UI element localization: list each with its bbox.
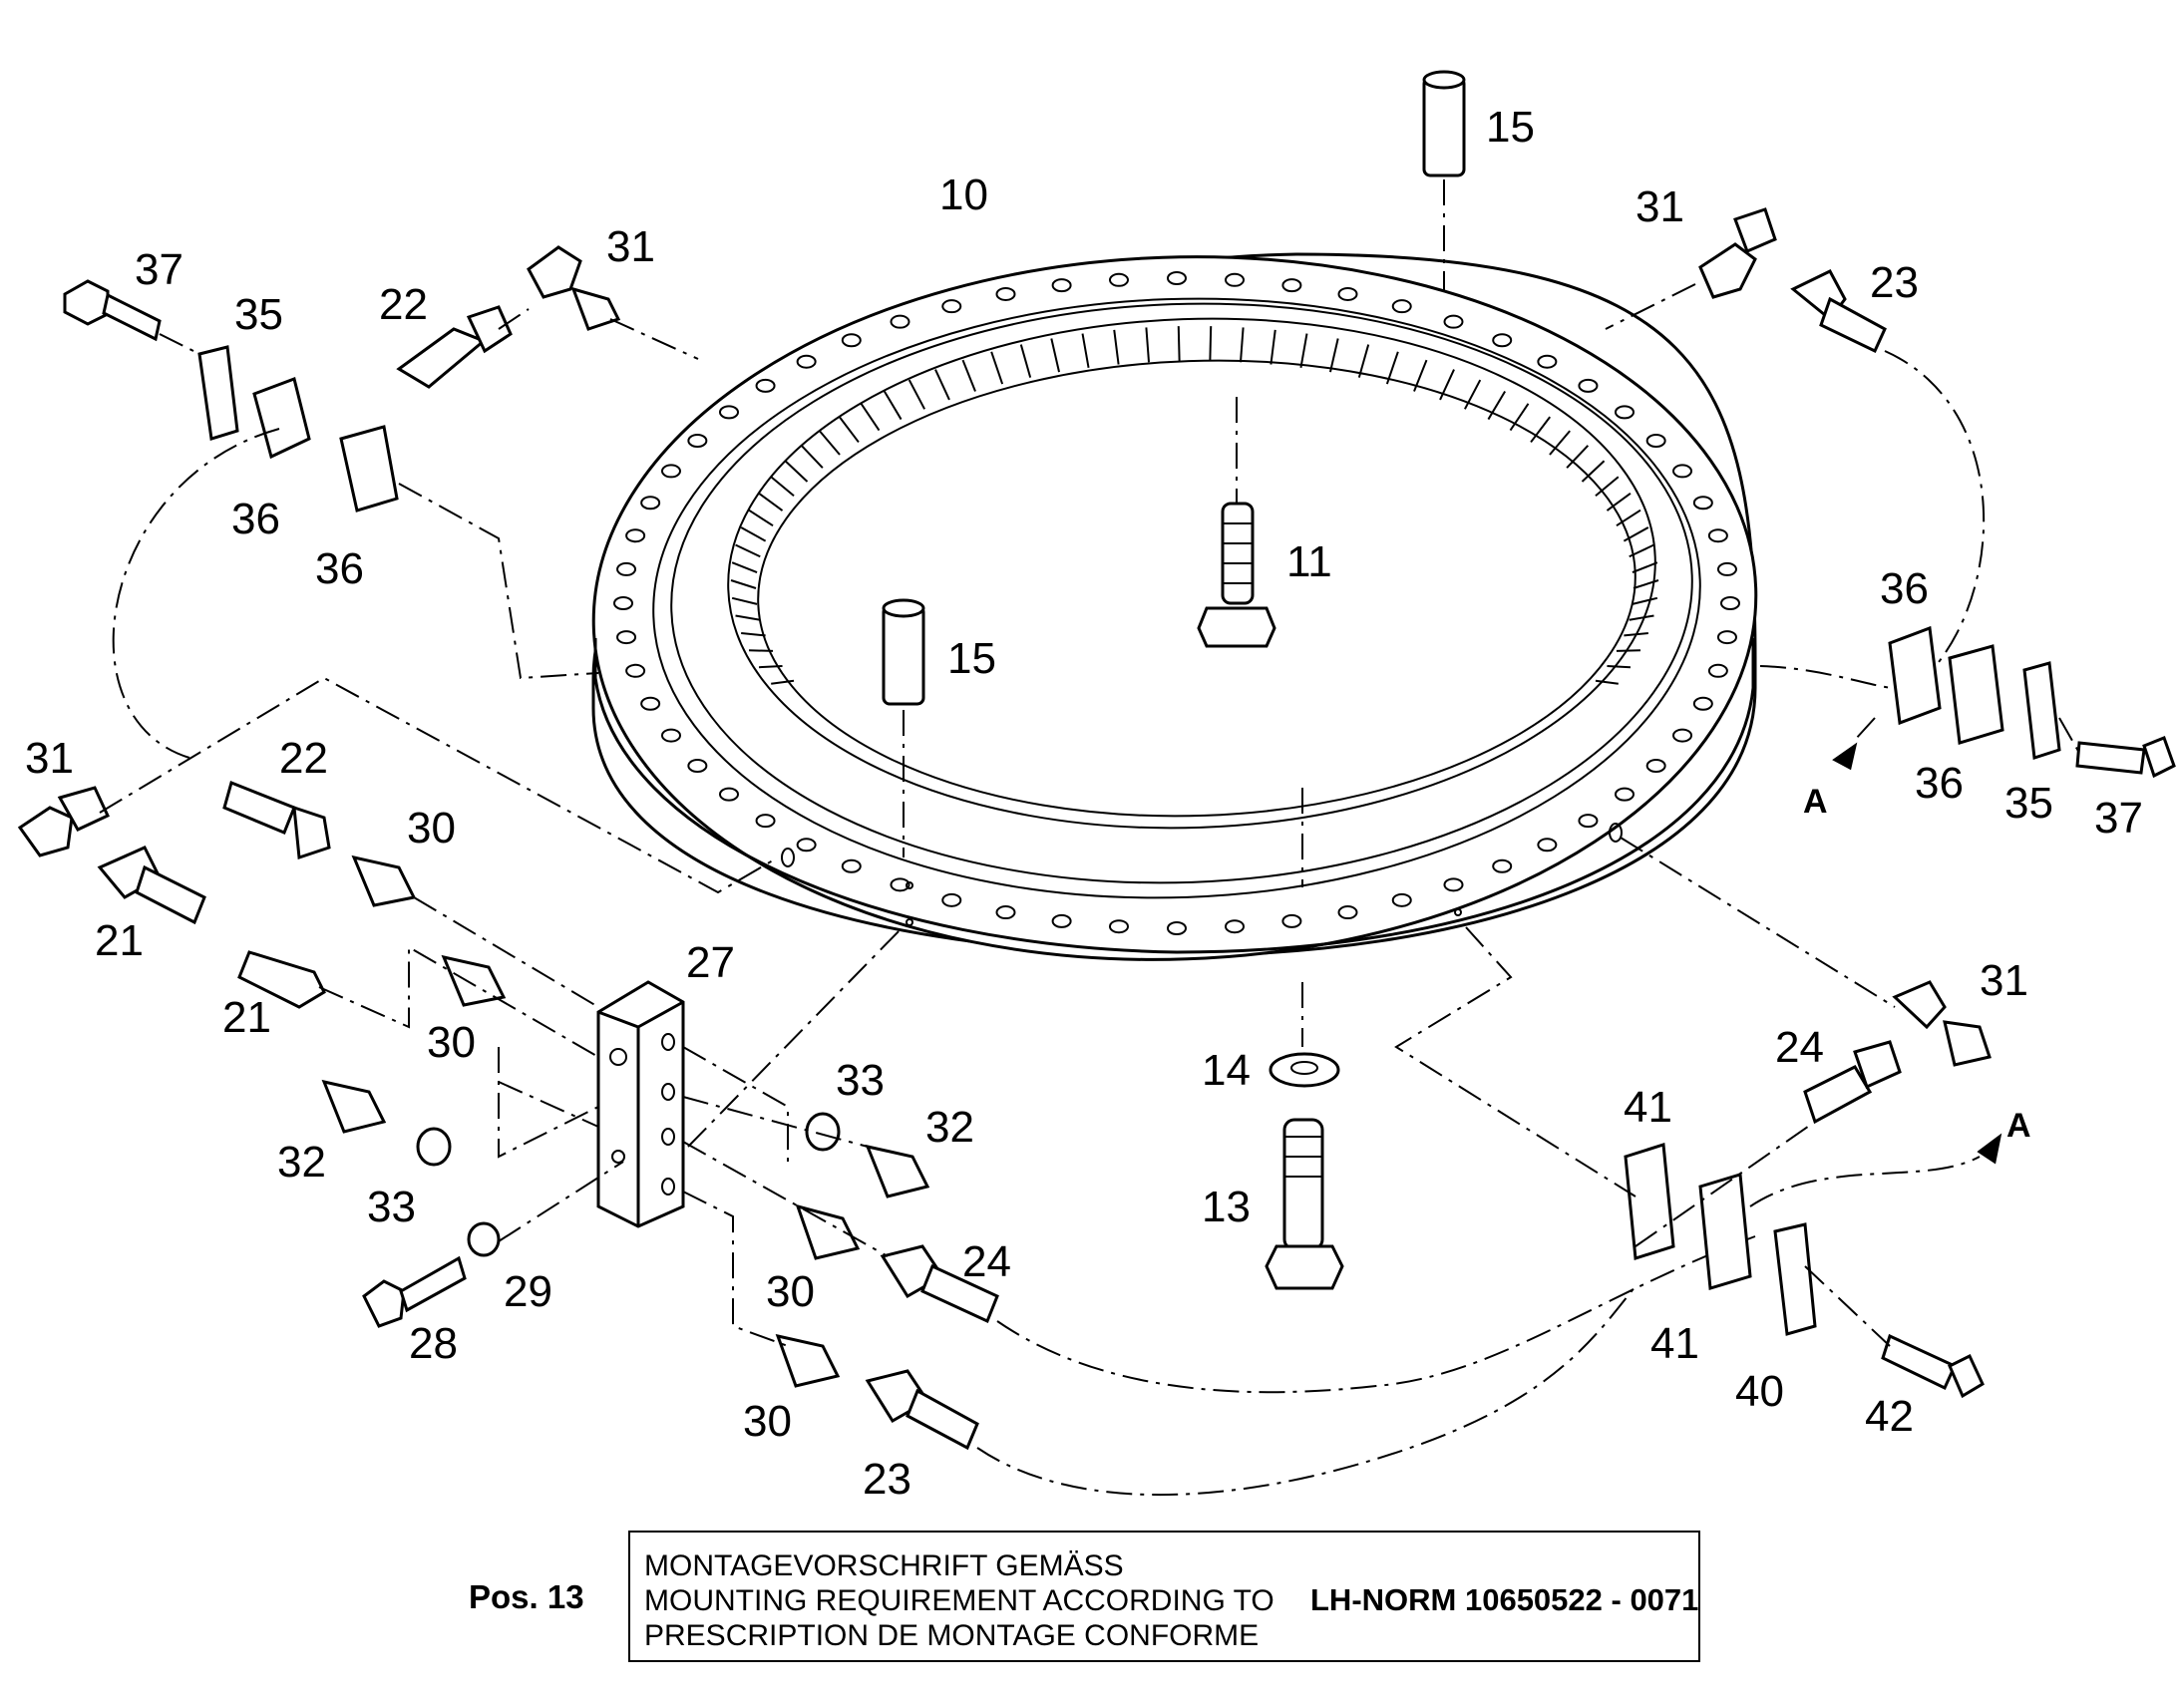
label-24-center: 24 xyxy=(962,1237,1011,1286)
label-14: 14 xyxy=(1202,1046,1251,1095)
washer-14 xyxy=(1269,788,1340,1088)
label-31-top-right: 31 xyxy=(1635,182,1684,231)
label-41-top: 41 xyxy=(1624,1083,1672,1132)
label-24-right: 24 xyxy=(1775,1023,1824,1072)
label-11: 11 xyxy=(1286,537,1332,586)
label-27: 27 xyxy=(686,938,735,987)
label-15-top: 15 xyxy=(1486,103,1535,152)
pin-15-inner xyxy=(882,598,925,857)
clamp-group-left xyxy=(63,245,699,759)
label-37-right: 37 xyxy=(2094,794,2143,843)
label-13: 13 xyxy=(1202,1183,1251,1231)
gear-teeth xyxy=(730,326,1659,685)
label-31-bottom-right: 31 xyxy=(1980,956,2028,1005)
label-15-inner: 15 xyxy=(947,634,996,683)
part-labels: 10 15 11 15 37 35 22 31 36 36 31 23 36 3… xyxy=(25,103,2143,1504)
label-31-left: 31 xyxy=(25,734,74,783)
bolt-holes xyxy=(613,271,1740,935)
label-33-a: 33 xyxy=(836,1056,885,1105)
label-40: 40 xyxy=(1735,1367,1784,1416)
label-36-a: 36 xyxy=(231,495,280,543)
position-reference: Pos. 13 xyxy=(469,1578,584,1615)
note-line-english: MOUNTING REQUIREMENT ACCORDING TO xyxy=(644,1584,1274,1617)
label-42: 42 xyxy=(1865,1392,1914,1441)
label-23-top-right: 23 xyxy=(1870,258,1919,307)
mounting-note-box: MONTAGEVORSCHRIFT GEMÄSS MOUNTING REQUIR… xyxy=(628,1531,1700,1662)
label-30-c: 30 xyxy=(766,1267,815,1316)
label-21-a: 21 xyxy=(95,916,144,965)
label-view-a-bottom: A xyxy=(2006,1107,2031,1145)
label-36-c: 36 xyxy=(1880,564,1929,613)
label-35-left: 35 xyxy=(234,290,283,339)
label-29: 29 xyxy=(504,1267,552,1316)
bolt-13 xyxy=(1265,1118,1344,1290)
slewing-ring xyxy=(591,252,1758,961)
bolt-11 xyxy=(1197,397,1276,648)
label-21-b: 21 xyxy=(222,993,271,1042)
label-41-bottom: 41 xyxy=(1650,1319,1699,1368)
note-line-german: MONTAGEVORSCHRIFT GEMÄSS xyxy=(644,1549,1124,1582)
label-33-b: 33 xyxy=(367,1183,416,1231)
label-32-a: 32 xyxy=(925,1103,974,1152)
note-line-french: PRESCRIPTION DE MONTAGE CONFORME xyxy=(644,1619,1260,1652)
distribution-block-group xyxy=(17,676,1756,1497)
label-36-b: 36 xyxy=(315,544,364,593)
label-view-a-right: A xyxy=(1803,783,1828,821)
label-30-d: 30 xyxy=(743,1397,792,1446)
label-36-d: 36 xyxy=(1915,759,1964,808)
label-37-left: 37 xyxy=(135,245,183,294)
label-22-left: 22 xyxy=(279,734,328,783)
clamp-group-bottom-right xyxy=(1394,837,2002,1399)
label-30-a: 30 xyxy=(407,804,456,853)
label-32-b: 32 xyxy=(277,1138,326,1187)
label-23-bottom: 23 xyxy=(863,1455,911,1504)
label-22-top: 22 xyxy=(379,280,428,329)
clamp-group-right xyxy=(1759,625,2176,779)
label-31-top-left: 31 xyxy=(606,222,655,271)
fitting-group-top-right xyxy=(1605,207,1986,679)
norm-reference: LH-NORM 10650522 - 0071 xyxy=(1310,1582,1699,1617)
label-28: 28 xyxy=(409,1319,458,1368)
pin-15-top xyxy=(1422,70,1466,291)
label-35-right: 35 xyxy=(2004,779,2053,828)
label-10: 10 xyxy=(939,171,988,219)
label-30-b: 30 xyxy=(427,1018,476,1067)
